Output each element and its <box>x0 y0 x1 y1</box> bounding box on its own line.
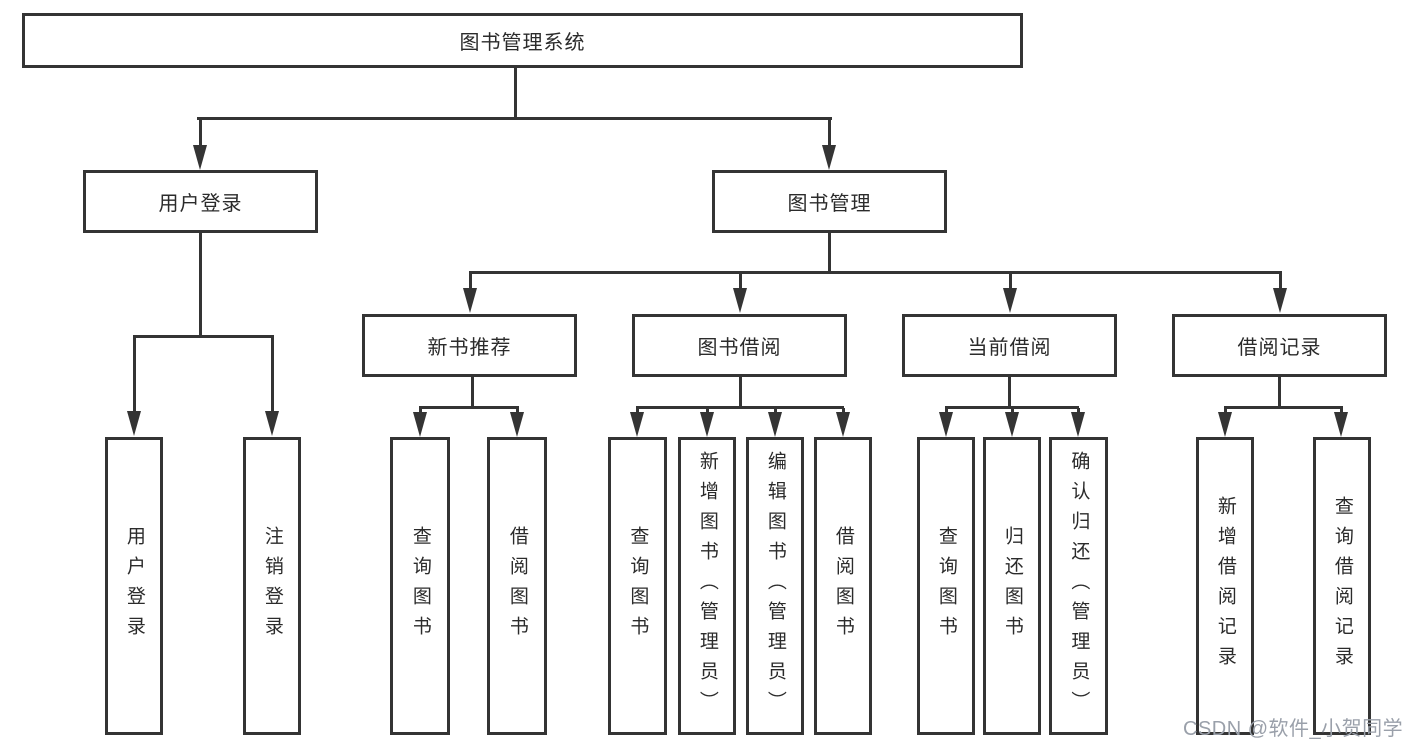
connector-line <box>945 408 948 413</box>
connector-line <box>739 273 742 288</box>
leaf-borrow-books: 借阅图书 <box>814 437 872 735</box>
arrowhead-icon <box>510 412 524 437</box>
connector-line <box>1224 406 1343 409</box>
leaf-label: 查询借阅记录 <box>1331 496 1353 676</box>
arrowhead-icon <box>413 412 427 437</box>
connector-line <box>271 336 274 411</box>
connector-line <box>636 408 639 413</box>
connector-line <box>419 406 519 409</box>
leaf-query-borrow-record: 查询借阅记录 <box>1313 437 1371 735</box>
connector-line <box>419 408 422 413</box>
arrowhead-icon <box>463 288 477 313</box>
leaf-label: 查询图书 <box>627 526 649 646</box>
leaf-label: 新增借阅记录 <box>1214 496 1236 676</box>
connector-line <box>1077 408 1080 413</box>
connector-line <box>1340 408 1343 413</box>
leaf-label: 查询图书 <box>409 526 431 646</box>
arrowhead-icon <box>1334 412 1348 437</box>
arrowhead-icon <box>630 412 644 437</box>
connector-line <box>197 117 832 120</box>
node-book-borrowing: 图书借阅 <box>632 314 847 377</box>
connector-line <box>133 336 136 411</box>
arrowhead-icon <box>1218 412 1232 437</box>
leaf-label: 新增图书（管理员） <box>696 451 718 721</box>
connector-line <box>1008 377 1011 408</box>
arrowhead-icon <box>1071 412 1085 437</box>
leaf-logout: 注销登录 <box>243 437 301 735</box>
leaf-label: 归还图书 <box>1001 526 1023 646</box>
node-library-management-system: 图书管理系统 <box>22 13 1023 68</box>
leaf-query-books-current: 查询图书 <box>917 437 975 735</box>
arrowhead-icon <box>265 411 279 436</box>
connector-line <box>469 273 472 288</box>
connector-line <box>774 408 777 413</box>
connector-line <box>469 271 1282 274</box>
connector-line <box>471 377 474 408</box>
arrowhead-icon <box>733 288 747 313</box>
arrowhead-icon <box>1273 288 1287 313</box>
arrowhead-icon <box>939 412 953 437</box>
connector-line <box>828 118 831 146</box>
leaf-label: 注销登录 <box>261 526 283 646</box>
connector-line <box>1011 408 1014 413</box>
connector-line <box>1224 408 1227 413</box>
connector-line <box>199 233 202 336</box>
leaf-label: 编辑图书（管理员） <box>764 451 786 721</box>
leaf-label: 确认归还（管理员） <box>1068 451 1090 721</box>
connector-line <box>1278 377 1281 408</box>
leaf-label: 借阅图书 <box>506 526 528 646</box>
arrowhead-icon <box>700 412 714 437</box>
connector-line <box>199 118 202 146</box>
connector-line <box>706 408 709 413</box>
arrowhead-icon <box>127 411 141 436</box>
leaf-label: 用户登录 <box>123 526 145 646</box>
arrowhead-icon <box>1003 288 1017 313</box>
arrowhead-icon <box>768 412 782 437</box>
node-book-management: 图书管理 <box>712 170 947 233</box>
node-new-book-recommend: 新书推荐 <box>362 314 577 377</box>
connector-line <box>739 377 742 408</box>
node-user-login: 用户登录 <box>83 170 318 233</box>
node-current-borrowing: 当前借阅 <box>902 314 1117 377</box>
connector-line <box>1279 273 1282 288</box>
connector-line <box>133 335 274 338</box>
leaf-query-books-recommend: 查询图书 <box>390 437 450 735</box>
connector-line <box>514 68 517 118</box>
arrowhead-icon <box>836 412 850 437</box>
node-borrowing-records: 借阅记录 <box>1172 314 1387 377</box>
leaf-label: 查询图书 <box>935 526 957 646</box>
connector-line <box>636 406 844 409</box>
connector-line <box>1009 273 1012 288</box>
arrowhead-icon <box>822 145 836 170</box>
leaf-confirm-return-admin: 确认归还（管理员） <box>1049 437 1108 735</box>
arrowhead-icon <box>193 145 207 170</box>
leaf-add-borrow-record: 新增借阅记录 <box>1196 437 1254 735</box>
leaf-return-books: 归还图书 <box>983 437 1041 735</box>
leaf-borrow-books-recommend: 借阅图书 <box>487 437 547 735</box>
leaf-edit-books-admin: 编辑图书（管理员） <box>746 437 804 735</box>
connector-line <box>842 408 845 413</box>
connector-line <box>945 406 1079 409</box>
arrowhead-icon <box>1005 412 1019 437</box>
connector-line <box>828 233 831 273</box>
leaf-add-books-admin: 新增图书（管理员） <box>678 437 736 735</box>
leaf-user-login: 用户登录 <box>105 437 163 735</box>
leaf-query-books-borrow: 查询图书 <box>608 437 667 735</box>
connector-line <box>516 408 519 413</box>
csdn-watermark: CSDN @软件_小贺同学 <box>1183 718 1404 740</box>
leaf-label: 借阅图书 <box>832 526 854 646</box>
